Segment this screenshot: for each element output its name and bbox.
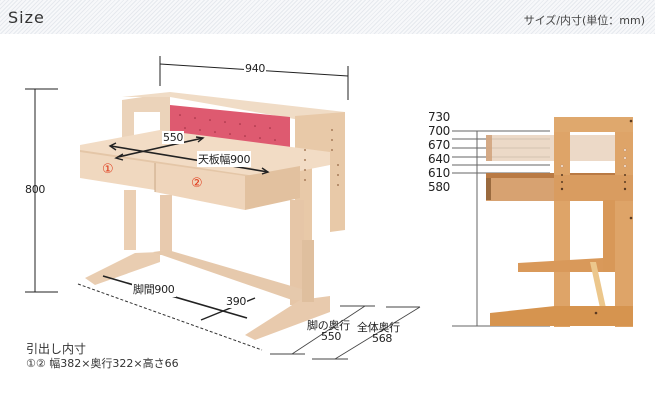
total-depth-label: 全体奥行: [357, 321, 400, 334]
section-header: Size サイズ/内寸(単位：mm): [0, 0, 655, 34]
unit-label: サイズ/内寸(単位：mm): [523, 14, 645, 27]
height-670: 670: [428, 138, 451, 152]
top-width-label: 天板幅900: [197, 151, 252, 167]
height-610: 610: [428, 166, 451, 180]
height-700: 700: [428, 124, 451, 138]
drawer-note-title: 引出し内寸: [26, 342, 87, 356]
leg-depth-label: 脚の奥行: [307, 319, 350, 332]
height-730: 730: [428, 110, 451, 124]
section-title: Size: [8, 8, 45, 27]
drawer-note-detail: ①② 幅382×奥行322×高さ66: [26, 357, 179, 370]
overall-width-label: 940: [244, 62, 267, 75]
leg-inner-depth-label: 390: [225, 295, 248, 308]
drawer-1-marker: ①: [102, 162, 114, 177]
leg-depth-value: 550: [321, 330, 342, 343]
drawer-2-marker: ②: [191, 176, 203, 191]
height-label: 800: [25, 183, 46, 196]
height-640: 640: [428, 152, 451, 166]
height-580: 580: [428, 180, 451, 194]
size-diagram: 940 800 550 天板幅900 ① ② 脚間900 390 脚の奥行 55…: [0, 34, 655, 402]
total-depth-value: 568: [372, 332, 393, 345]
leg-span-label: 脚間900: [132, 281, 176, 297]
desk-illustration: [25, 56, 633, 360]
top-depth-label: 550: [162, 131, 185, 144]
